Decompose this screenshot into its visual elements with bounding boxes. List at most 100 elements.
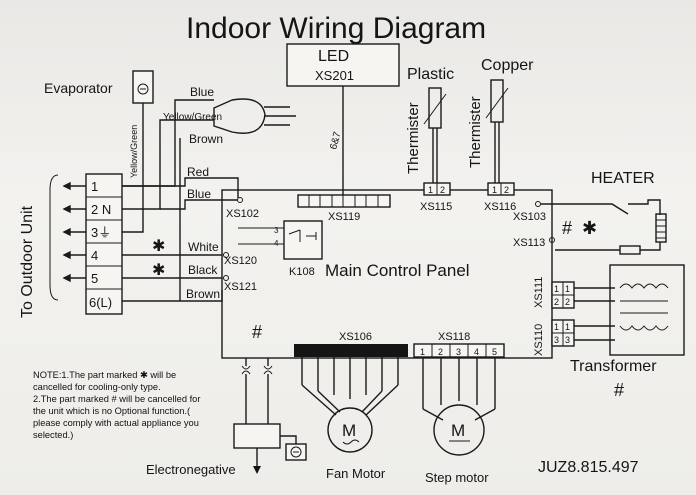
led-box [286,43,400,87]
copper-thermister [490,79,504,123]
xs111-pin-1b: 1 [565,284,570,294]
document-code: JUZ8.815.497 [538,459,639,476]
fan-motor-leads [301,384,399,416]
xs111-label: XS111 [533,277,545,308]
wire-neutral-plug [122,119,214,210]
terminal-4: 4 [91,248,98,263]
copper-thermister-slash [485,87,509,119]
xs118-label: XS118 [438,331,470,343]
xs115-pin-1: 1 [428,185,433,195]
wire-label-brown-top: Brown [189,132,223,146]
xs118-pin-1: 1 [420,347,425,357]
copper-label: Copper [481,57,534,74]
electronegative-module [233,423,281,449]
step-motor-leads [422,408,496,421]
note-line: NOTE:1.The part marked ✱ will be [33,370,177,380]
note-line: please comply with actual appliance you [33,417,199,428]
heater-fuse [619,245,641,255]
note-line: cancelled for cooling-only type. [33,381,161,392]
diagram-title: Indoor Wiring Diagram [186,12,486,45]
wire-ground [122,213,144,233]
xs118-pin-2: 2 [438,347,443,357]
xs116-pin-2: 2 [504,185,509,195]
hash-marker-heater: # [562,218,572,238]
xs119-label: XS119 [328,211,360,223]
xs111-pin-1a: 1 [554,284,559,294]
xs116-label: XS116 [484,201,516,213]
led-connector-label: XS201 [315,68,354,83]
note-line: 2.The part marked # will be cancelled fo… [33,393,201,404]
xs106-label: XS106 [339,331,372,343]
main-control-panel [221,189,553,359]
fan-motor [327,407,373,453]
note-line: selected.) [33,429,74,440]
wire-blue-xs102 [160,199,238,210]
power-plug [213,98,266,134]
heater-element-coils [656,219,666,239]
xs110-label: XS110 [533,324,545,356]
wire-red [122,177,239,198]
evaporator-label: Evaporator [44,80,113,96]
xs121-label: XS121 [224,281,257,293]
xs110-pin-1a: 1 [554,322,559,332]
electronegative-arrow [253,466,261,474]
notes-block: NOTE:1.The part marked ✱ will be cancell… [33,370,221,441]
outdoor-arrowhead [62,204,71,214]
plastic-thermister-slash [423,93,447,125]
transformer-coil-bottom [619,312,669,331]
led-wire-label: 6&7 [328,130,343,150]
plastic-label: Plastic [407,66,454,83]
thermister-1-label: Thermister [405,102,422,174]
xs110-pin-1b: 1 [565,322,570,332]
xs113-label: XS113 [513,237,545,249]
xs103-pin [535,201,541,207]
star-marker-heater: ✱ [582,218,597,238]
ground-icon [290,446,302,458]
xs110-grid [552,320,574,346]
relay-symbol [288,229,317,242]
evaporator-ground-block [132,70,154,104]
ground-icon [137,83,149,95]
xs106-connector [294,344,408,357]
wire-label-white: White [188,240,219,254]
terminal-wires [122,99,239,302]
heater-wire-bottom [555,242,661,251]
wire-label-red: Red [187,165,209,179]
xs121-pin [223,275,229,281]
star-marker-black: ✱ [152,262,165,279]
thermister-2-label: Thermister [467,96,484,168]
note-line: the unit which is no Optional function.( [33,405,191,416]
electronegative-connectors [241,365,273,375]
transformer-box [609,264,685,356]
outdoor-arrows [62,181,86,283]
wire-label-black: Black [188,263,218,277]
terminal-6: 6(L) [89,295,112,310]
led-label: LED [318,48,349,65]
plastic-thermister-leads [432,128,438,183]
xs110-pin-3a: 3 [554,335,559,345]
relay-pin-3: 3 [274,226,279,235]
xs102-pin [237,197,243,203]
xs103-label: XS103 [513,211,546,223]
wire-label-yellow-green: Yellow/Green [163,112,222,123]
heater-label: HEATER [591,170,655,187]
xs118-pin-4: 4 [474,347,479,357]
hash-marker-transformer: # [614,380,624,400]
k108-label: K108 [289,266,315,278]
to-outdoor-label: To Outdoor Unit [19,205,36,318]
xs118-pin-3: 3 [456,347,461,357]
xs111-grid [552,282,574,308]
terminal-block: 1 2 N 3⏚ 4 5 6(L) [85,173,123,315]
xs120-label: XS120 [224,255,257,267]
electronegative-ground-wire [280,435,297,444]
xs118-pin-5: 5 [492,347,497,357]
star-marker-white: ✱ [152,238,165,255]
xs113-pin [549,237,555,243]
xs118-pin-dividers [431,344,487,357]
wire-label-blue2: Blue [187,187,211,201]
xs119-pins [308,195,379,207]
outdoor-bracket [49,174,59,301]
xs119-connector [297,194,391,208]
